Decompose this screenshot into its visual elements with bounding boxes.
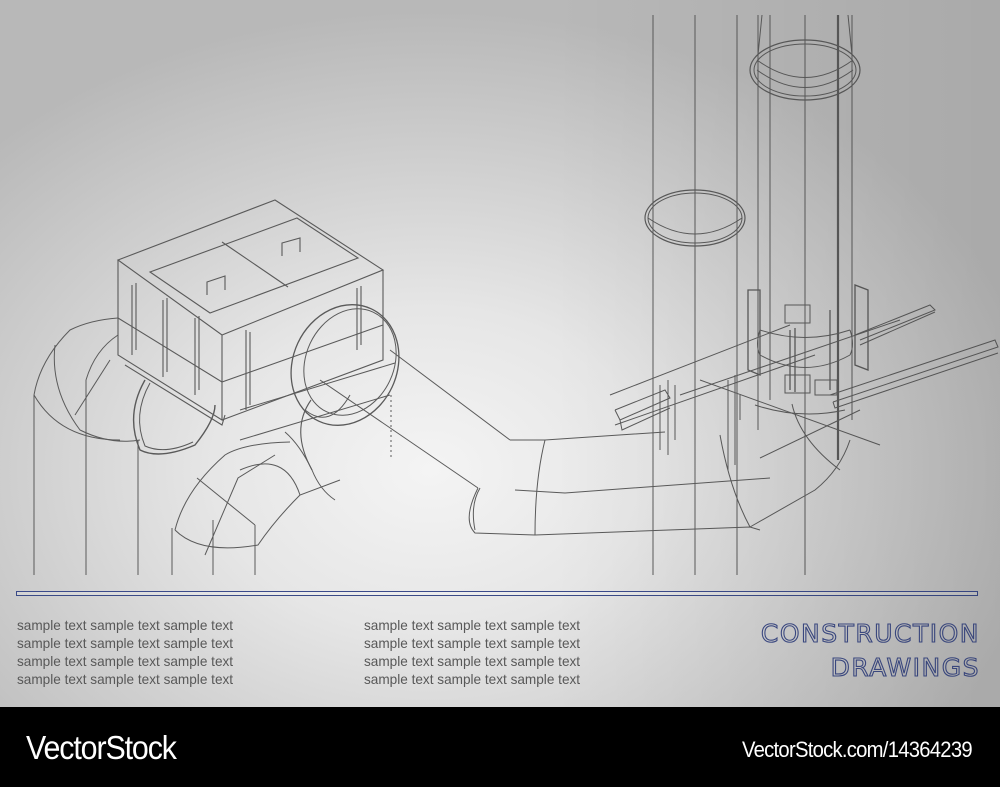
page-title: CONSTRUCTION DRAWINGS <box>760 617 980 685</box>
left-pipe-verticals <box>33 380 256 575</box>
title-line-2: DRAWINGS <box>830 652 980 682</box>
sample-text-line: sample text sample text sample text <box>364 636 581 651</box>
brand-logo: VectorStock <box>26 729 177 766</box>
flange-ring <box>290 304 400 426</box>
sample-text-line: sample text sample text sample text <box>17 654 234 669</box>
pipeline-wireframe-drawing <box>33 14 999 575</box>
box-housing <box>116 199 385 426</box>
left-stack <box>644 15 746 575</box>
section-divider <box>16 591 978 596</box>
asset-id-link[interactable]: VectorStock.com/14364239 <box>742 737 973 762</box>
sample-text-column-2: sample text sample text sample text samp… <box>364 617 580 689</box>
sample-text-line: sample text sample text sample text <box>364 672 581 687</box>
title-line-1: CONSTRUCTION <box>760 618 980 648</box>
watermark-footer: VectorStock VectorStock.com/14364239 <box>0 707 1000 787</box>
illustration-canvas: sample text sample text sample text samp… <box>0 0 1000 707</box>
right-stack <box>749 14 861 575</box>
sample-text-line: sample text sample text sample text <box>17 618 234 633</box>
sample-text-line: sample text sample text sample text <box>364 654 581 669</box>
sample-text-line: sample text sample text sample text <box>364 618 581 633</box>
sample-text-column-1: sample text sample text sample text samp… <box>17 617 233 689</box>
sample-text-line: sample text sample text sample text <box>17 636 234 651</box>
support-brackets <box>747 284 869 392</box>
steel-beams <box>609 304 999 446</box>
anchor-lines <box>659 375 741 470</box>
sample-text-line: sample text sample text sample text <box>17 672 234 687</box>
